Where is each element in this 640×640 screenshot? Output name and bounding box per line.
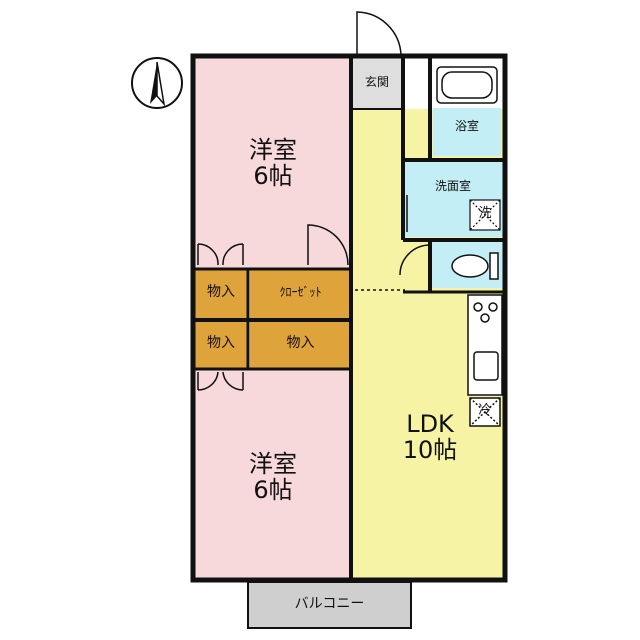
washer-label: 洗 bbox=[478, 206, 492, 221]
storage-3-label: 物入 bbox=[286, 335, 315, 351]
ldk-name: LDK bbox=[406, 410, 454, 438]
washroom-label: 洗面室 bbox=[434, 179, 471, 193]
storage-2-label: 物入 bbox=[207, 335, 235, 351]
entrance-area bbox=[351, 58, 401, 109]
bedroom-bottom-size: 6帖 bbox=[253, 476, 293, 505]
ldk-size: 10帖 bbox=[402, 436, 458, 465]
balcony-area bbox=[247, 581, 412, 629]
storage-1-area bbox=[195, 269, 247, 319]
washer-icon bbox=[469, 199, 501, 231]
bedroom-bottom-name: 洋室 bbox=[249, 450, 297, 478]
entrance-door-icon bbox=[356, 11, 402, 56]
corridor-area bbox=[351, 240, 406, 295]
storage-3-area bbox=[250, 322, 351, 369]
bedroom-bottom-area bbox=[195, 369, 351, 578]
door-swings bbox=[191, 115, 431, 520]
bath-area bbox=[433, 108, 501, 156]
north-arrow-icon bbox=[131, 57, 183, 109]
fridge-label: 冷 bbox=[478, 403, 492, 418]
bedroom-top-name: 洋室 bbox=[249, 136, 297, 164]
bedroom-top-label: 洋室 6帖 bbox=[235, 137, 311, 190]
bedroom-bottom-label: 洋室 6帖 bbox=[235, 451, 311, 504]
ldk-label: LDK 10帖 bbox=[390, 411, 470, 464]
bathtub-icon bbox=[436, 66, 498, 104]
closet-area bbox=[250, 269, 351, 319]
bedroom-top-area bbox=[195, 58, 351, 269]
entrance-label: 玄関 bbox=[364, 75, 389, 89]
balcony-label: バルコニー bbox=[294, 596, 365, 612]
closet-label: ｸﾛｰｾﾞｯﾄ bbox=[279, 285, 322, 299]
walls bbox=[190, 53, 508, 583]
kitchen-counter bbox=[467, 294, 503, 427]
bath-label: 浴室 bbox=[454, 119, 479, 133]
storage-2-area bbox=[195, 322, 247, 369]
bedroom-top-size: 6帖 bbox=[253, 162, 293, 191]
storage-1-label: 物入 bbox=[207, 284, 235, 300]
toilet-icon bbox=[451, 252, 499, 280]
